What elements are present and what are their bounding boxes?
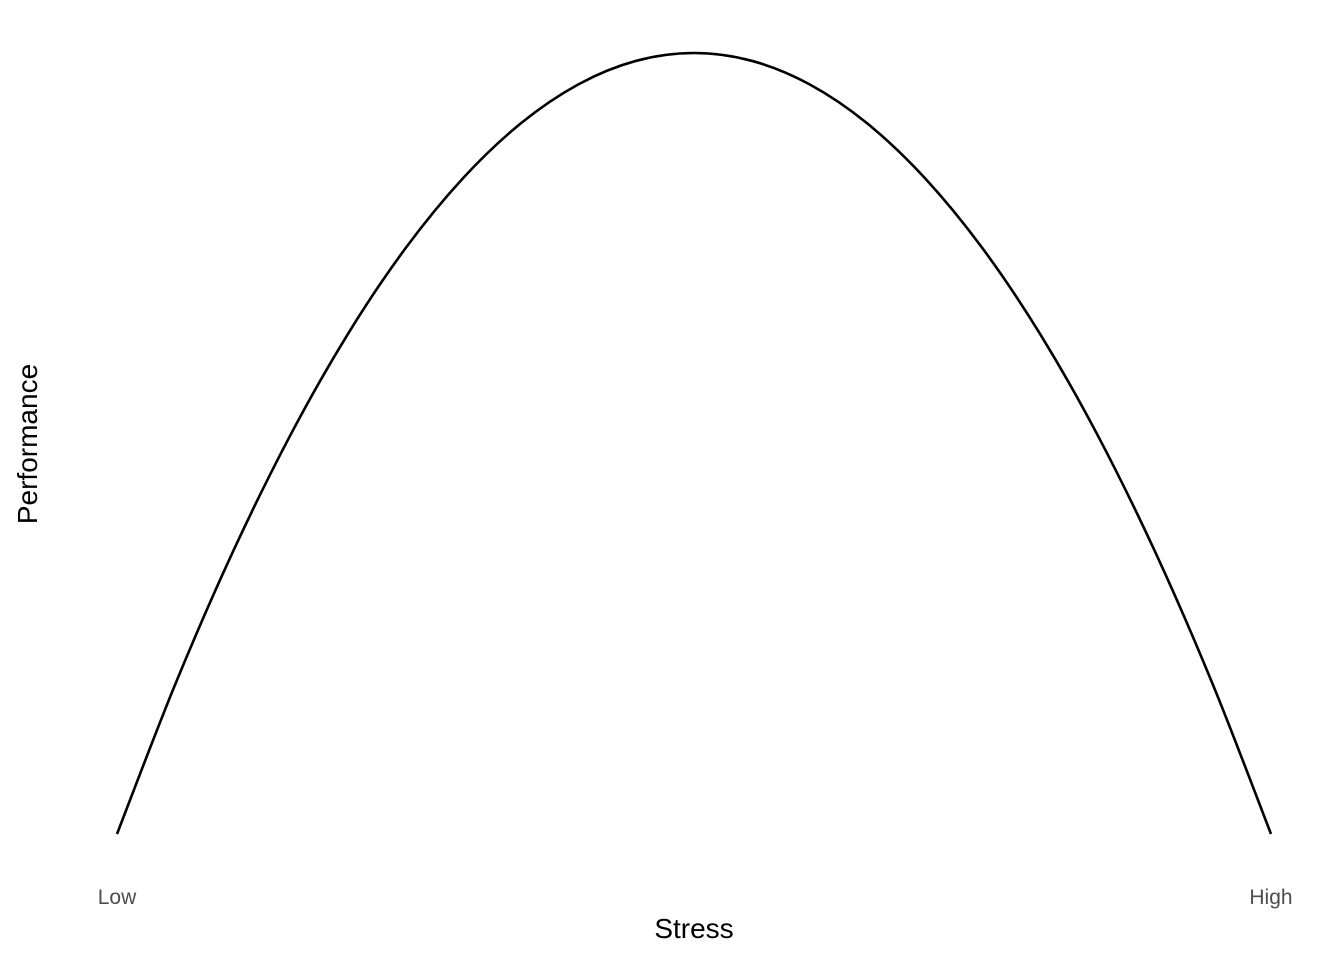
x-axis-title: Stress (654, 913, 733, 944)
curve-layer (115, 51, 1273, 835)
performance-curve-line (115, 51, 1273, 835)
x-tick-label-high: High (1249, 886, 1292, 909)
y-axis-title: Performance (12, 364, 43, 524)
x-tick-label-low: Low (98, 886, 137, 909)
